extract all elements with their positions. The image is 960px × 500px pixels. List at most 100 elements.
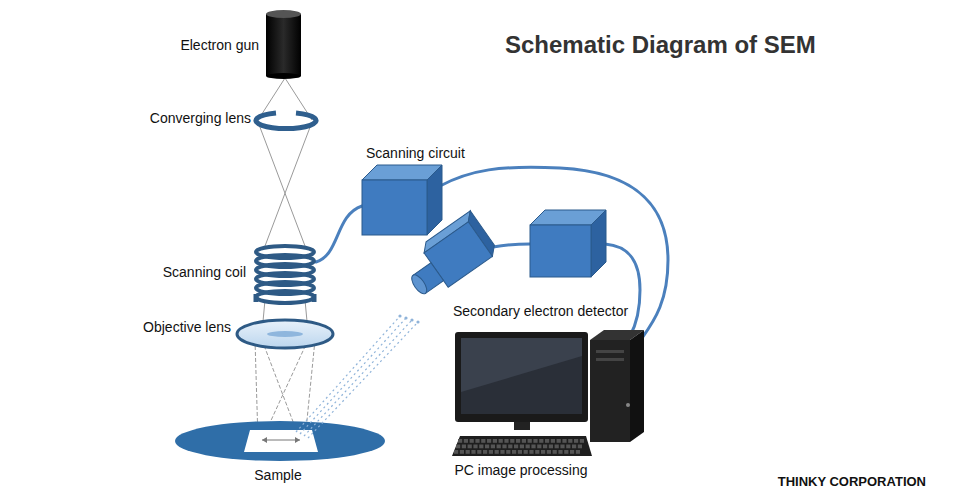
cable [316, 167, 668, 338]
electron-gun [266, 73, 301, 79]
signal-amplifier-box [530, 210, 606, 277]
keyboard-keys [551, 439, 555, 443]
keyboard-keys [493, 439, 497, 443]
part-label: Secondary electron detector [453, 303, 628, 320]
keyboard-keys [572, 445, 576, 449]
keyboard-keys [558, 450, 562, 454]
scanning-coil [256, 246, 314, 303]
keyboard-keys [562, 439, 566, 443]
keyboard-keys [531, 445, 535, 449]
part-label: PC image processing [454, 462, 587, 479]
keyboard-keys [473, 445, 477, 449]
keyboard-keys [526, 445, 530, 449]
keyboard-keys [466, 450, 470, 454]
keyboard-keys [557, 439, 561, 443]
keyboard-keys [506, 450, 510, 454]
secondary-electrons [398, 314, 401, 317]
sample-stage [244, 430, 318, 452]
keyboard-keys [464, 439, 468, 443]
keyboard-keys [510, 439, 514, 443]
keyboard-keys [533, 439, 537, 443]
electron-beam [265, 122, 312, 246]
keyboard-keys [568, 439, 572, 443]
keyboard-keys [522, 439, 526, 443]
keyboard-keys [520, 445, 524, 449]
watermark: THINKY CORPORATION [778, 474, 926, 490]
secondary-electrons [296, 316, 400, 432]
secondary-electrons [416, 320, 419, 323]
keyboard-keys [489, 450, 493, 454]
electron-gun [266, 10, 301, 18]
objective-lens [237, 320, 333, 348]
keyboard-keys [499, 439, 503, 443]
scanning-circuit-box [427, 165, 442, 235]
computer [461, 338, 582, 414]
cable [316, 206, 362, 262]
keyboard-keys [541, 450, 545, 454]
electron-gun [266, 14, 301, 76]
keyboard-keys [576, 450, 580, 454]
electron-beam [255, 78, 315, 440]
computer [452, 436, 592, 456]
keyboard-keys [479, 445, 483, 449]
converging-lens [256, 113, 316, 129]
keyboard-keys [475, 439, 479, 443]
diagram-title: Schematic Diagram of SEM [505, 31, 816, 60]
objective-lens [237, 320, 333, 348]
keyboard-keys [529, 450, 533, 454]
cable [605, 244, 640, 336]
part-label: Scanning coil [163, 264, 246, 281]
keyboard-keys [468, 445, 472, 449]
keyboard-keys [485, 445, 489, 449]
keyboard-keys [456, 445, 460, 449]
objective-lens [267, 331, 303, 337]
keyboard-keys [460, 450, 464, 454]
keyboard-keys [516, 439, 520, 443]
keyboard-keys [497, 445, 501, 449]
keyboard-keys [566, 445, 570, 449]
keyboard-keys [483, 450, 487, 454]
keyboard-keys [537, 445, 541, 449]
keyboard-keys [462, 445, 466, 449]
sample-stage [175, 421, 385, 461]
computer [630, 330, 644, 442]
secondary-electrons [296, 316, 418, 438]
signal-amplifier-box [591, 210, 606, 277]
electron-beam [258, 122, 305, 246]
keyboard-keys [512, 450, 516, 454]
keyboard-keys [458, 439, 462, 443]
keyboard-keys [543, 445, 547, 449]
scanning-coil [256, 291, 314, 303]
part-label: Sample [254, 467, 301, 484]
keyboard-keys [524, 450, 528, 454]
keyboard-keys [481, 439, 485, 443]
secondary-electrons [410, 318, 413, 321]
keyboard-keys [495, 450, 499, 454]
part-label: Electron gun [180, 37, 259, 54]
part-label: Objective lens [143, 319, 231, 336]
keyboard-keys [578, 445, 582, 449]
keyboard-keys [454, 450, 458, 454]
keyboard-keys [454, 439, 584, 454]
keyboard-keys [560, 445, 564, 449]
scanning-circuit-box [362, 180, 427, 235]
electron-gun [266, 10, 301, 79]
computer [452, 330, 644, 456]
keyboard-keys [508, 445, 512, 449]
computer [596, 350, 624, 353]
keyboard-keys [500, 450, 504, 454]
secondary-electrons [304, 320, 412, 436]
part-label: Converging lens [150, 110, 251, 127]
keyboard-keys [564, 450, 568, 454]
secondary-electron-detector [397, 211, 499, 303]
keyboard-keys [514, 445, 518, 449]
keyboard-keys [570, 450, 574, 454]
keyboard-keys [502, 445, 506, 449]
keyboard-keys [553, 450, 557, 454]
keyboard-keys [518, 450, 522, 454]
keyboard-keys [535, 450, 539, 454]
keyboard-keys [487, 439, 491, 443]
secondary-electron-detector [409, 272, 430, 296]
secondary-electrons [300, 318, 406, 434]
